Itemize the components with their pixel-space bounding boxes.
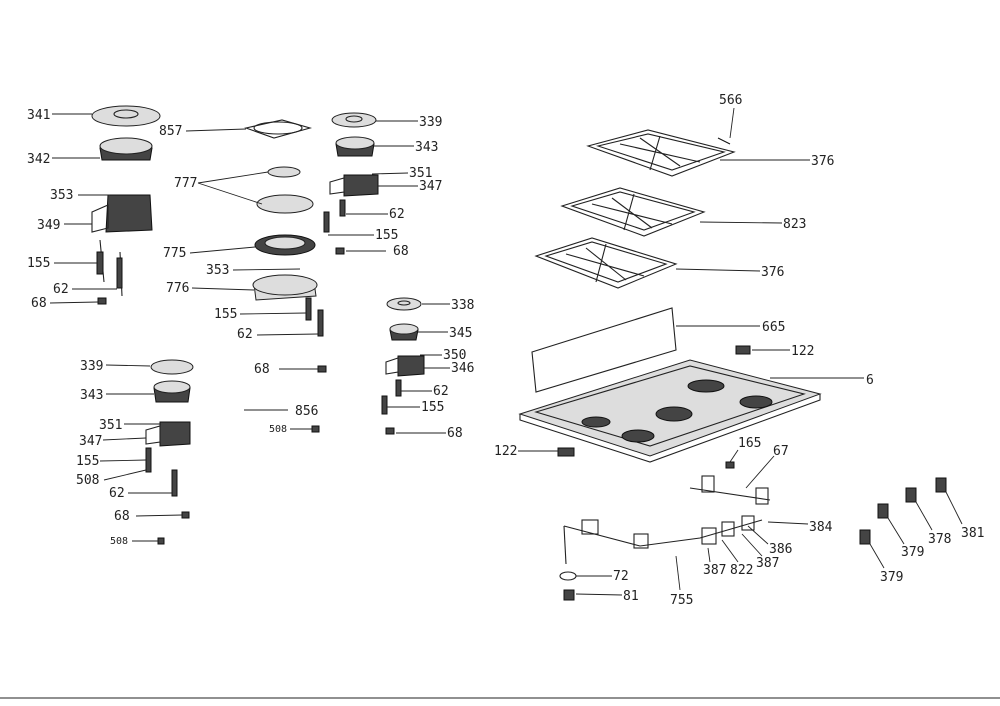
label-347: 347 [419, 179, 442, 194]
label-67: 67 [773, 444, 789, 459]
label-68-e: 68 [254, 362, 270, 377]
label-68-b: 68 [393, 244, 409, 259]
label-508: 508 [76, 473, 99, 488]
label-384: 384 [809, 520, 833, 535]
label-122: 122 [791, 344, 814, 359]
label-665: 665 [762, 320, 785, 335]
pan-support-376-top [586, 129, 736, 177]
label-349: 349 [37, 218, 60, 233]
burner-group-medium-top [323, 112, 379, 255]
hob-top-plate [518, 307, 822, 463]
label-81: 81 [623, 589, 639, 604]
label-62-c: 62 [389, 207, 405, 222]
label-376-b: 376 [761, 265, 784, 280]
label-351-b: 351 [99, 418, 122, 433]
label-62: 62 [53, 282, 69, 297]
label-376: 376 [811, 154, 834, 169]
label-353-b: 353 [206, 263, 229, 278]
label-353: 353 [50, 188, 73, 203]
label-6: 6 [866, 373, 874, 388]
label-857: 857 [159, 124, 182, 139]
label-381: 381 [961, 526, 984, 541]
label-165: 165 [738, 436, 761, 451]
label-155: 155 [27, 256, 50, 271]
label-508-b: 508 [110, 536, 128, 547]
label-155-c: 155 [375, 228, 398, 243]
label-387-b: 387 [756, 556, 779, 571]
label-62-e: 62 [109, 486, 125, 501]
label-566: 566 [719, 93, 742, 108]
label-346: 346 [451, 361, 474, 376]
label-339-b: 339 [80, 359, 103, 374]
label-339: 339 [419, 115, 442, 130]
insulation-665 [531, 307, 677, 393]
gas-manifold [559, 461, 947, 601]
label-378: 378 [928, 532, 951, 547]
burner-group-large [91, 105, 161, 305]
burner-cap-341 [91, 105, 161, 127]
label-347-b: 347 [79, 434, 102, 449]
label-122-b: 122 [494, 444, 517, 459]
label-822: 822 [730, 563, 753, 578]
label-62-d: 62 [433, 384, 449, 399]
label-379: 379 [901, 545, 924, 560]
label-155-b: 155 [214, 307, 237, 322]
label-155-e: 155 [76, 454, 99, 469]
label-508-c: 508 [269, 424, 287, 435]
burner-group-wok [244, 119, 324, 337]
label-856: 856 [295, 404, 318, 419]
label-755: 755 [670, 593, 693, 608]
label-379-b: 379 [880, 570, 903, 585]
label-68-d: 68 [114, 509, 130, 524]
burner-group-medium-bottom [145, 359, 327, 545]
pan-supports [534, 129, 736, 289]
label-343-b: 343 [80, 388, 103, 403]
label-351: 351 [409, 166, 432, 181]
gas-valve-353 [105, 194, 153, 233]
label-68: 68 [31, 296, 47, 311]
label-387: 387 [703, 563, 726, 578]
label-775: 775 [163, 246, 186, 261]
label-68-c: 68 [447, 426, 463, 441]
label-776: 776 [166, 281, 189, 296]
label-342: 342 [27, 152, 50, 167]
burner-group-small [381, 297, 425, 435]
label-338: 338 [451, 298, 474, 313]
pan-support-376-bottom [534, 237, 678, 289]
label-823: 823 [783, 217, 806, 232]
label-155-d: 155 [421, 400, 444, 415]
label-341: 341 [27, 108, 50, 123]
label-777: 777 [174, 176, 197, 191]
pan-support-823 [560, 187, 706, 237]
label-345: 345 [449, 326, 472, 341]
label-350: 350 [443, 348, 466, 363]
label-62-b: 62 [237, 327, 253, 342]
label-386: 386 [769, 542, 792, 557]
label-72: 72 [613, 569, 629, 584]
label-343: 343 [415, 140, 438, 155]
